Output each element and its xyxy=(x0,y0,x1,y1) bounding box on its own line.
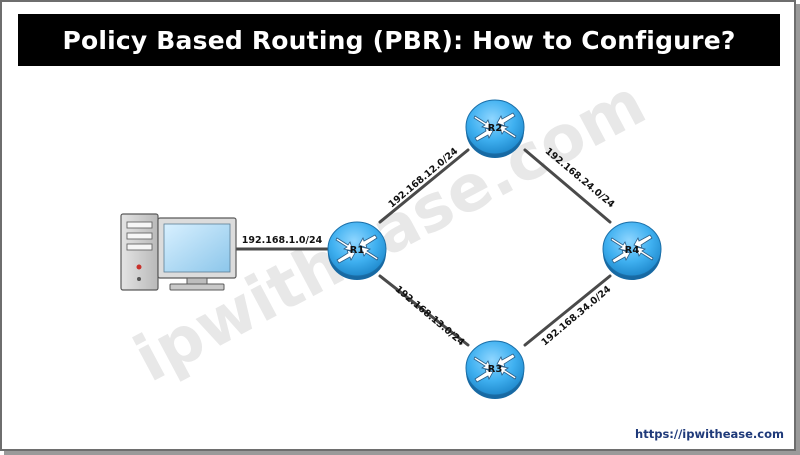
router-r4: R4 xyxy=(602,221,662,280)
router-label-r1: R1 xyxy=(350,245,365,256)
router-r1: R1 xyxy=(327,221,387,280)
router-r3: R3 xyxy=(465,340,525,399)
page-title: Policy Based Routing (PBR): How to Confi… xyxy=(18,14,780,66)
link-label-pc-r1: 192.168.1.0/24 xyxy=(242,235,323,246)
footer-url-link[interactable]: https://ipwithease.com xyxy=(635,427,784,441)
link-r2-r4 xyxy=(523,148,612,224)
router-label-r4: R4 xyxy=(625,245,640,256)
link-r3-r4 xyxy=(523,274,612,347)
link-r1-r3 xyxy=(378,274,470,347)
link-label-r3-r4: 192.168.34.0/24 xyxy=(540,284,614,349)
desktop-computer-icon xyxy=(120,213,237,291)
link-label-r1-r3: 192.168.13.0/24 xyxy=(393,284,467,349)
router-label-r2: R2 xyxy=(488,123,503,134)
link-r1-r2 xyxy=(378,148,470,224)
link-lines xyxy=(234,148,612,347)
router-label-r3: R3 xyxy=(488,364,503,375)
router-r2: R2 xyxy=(465,99,525,158)
